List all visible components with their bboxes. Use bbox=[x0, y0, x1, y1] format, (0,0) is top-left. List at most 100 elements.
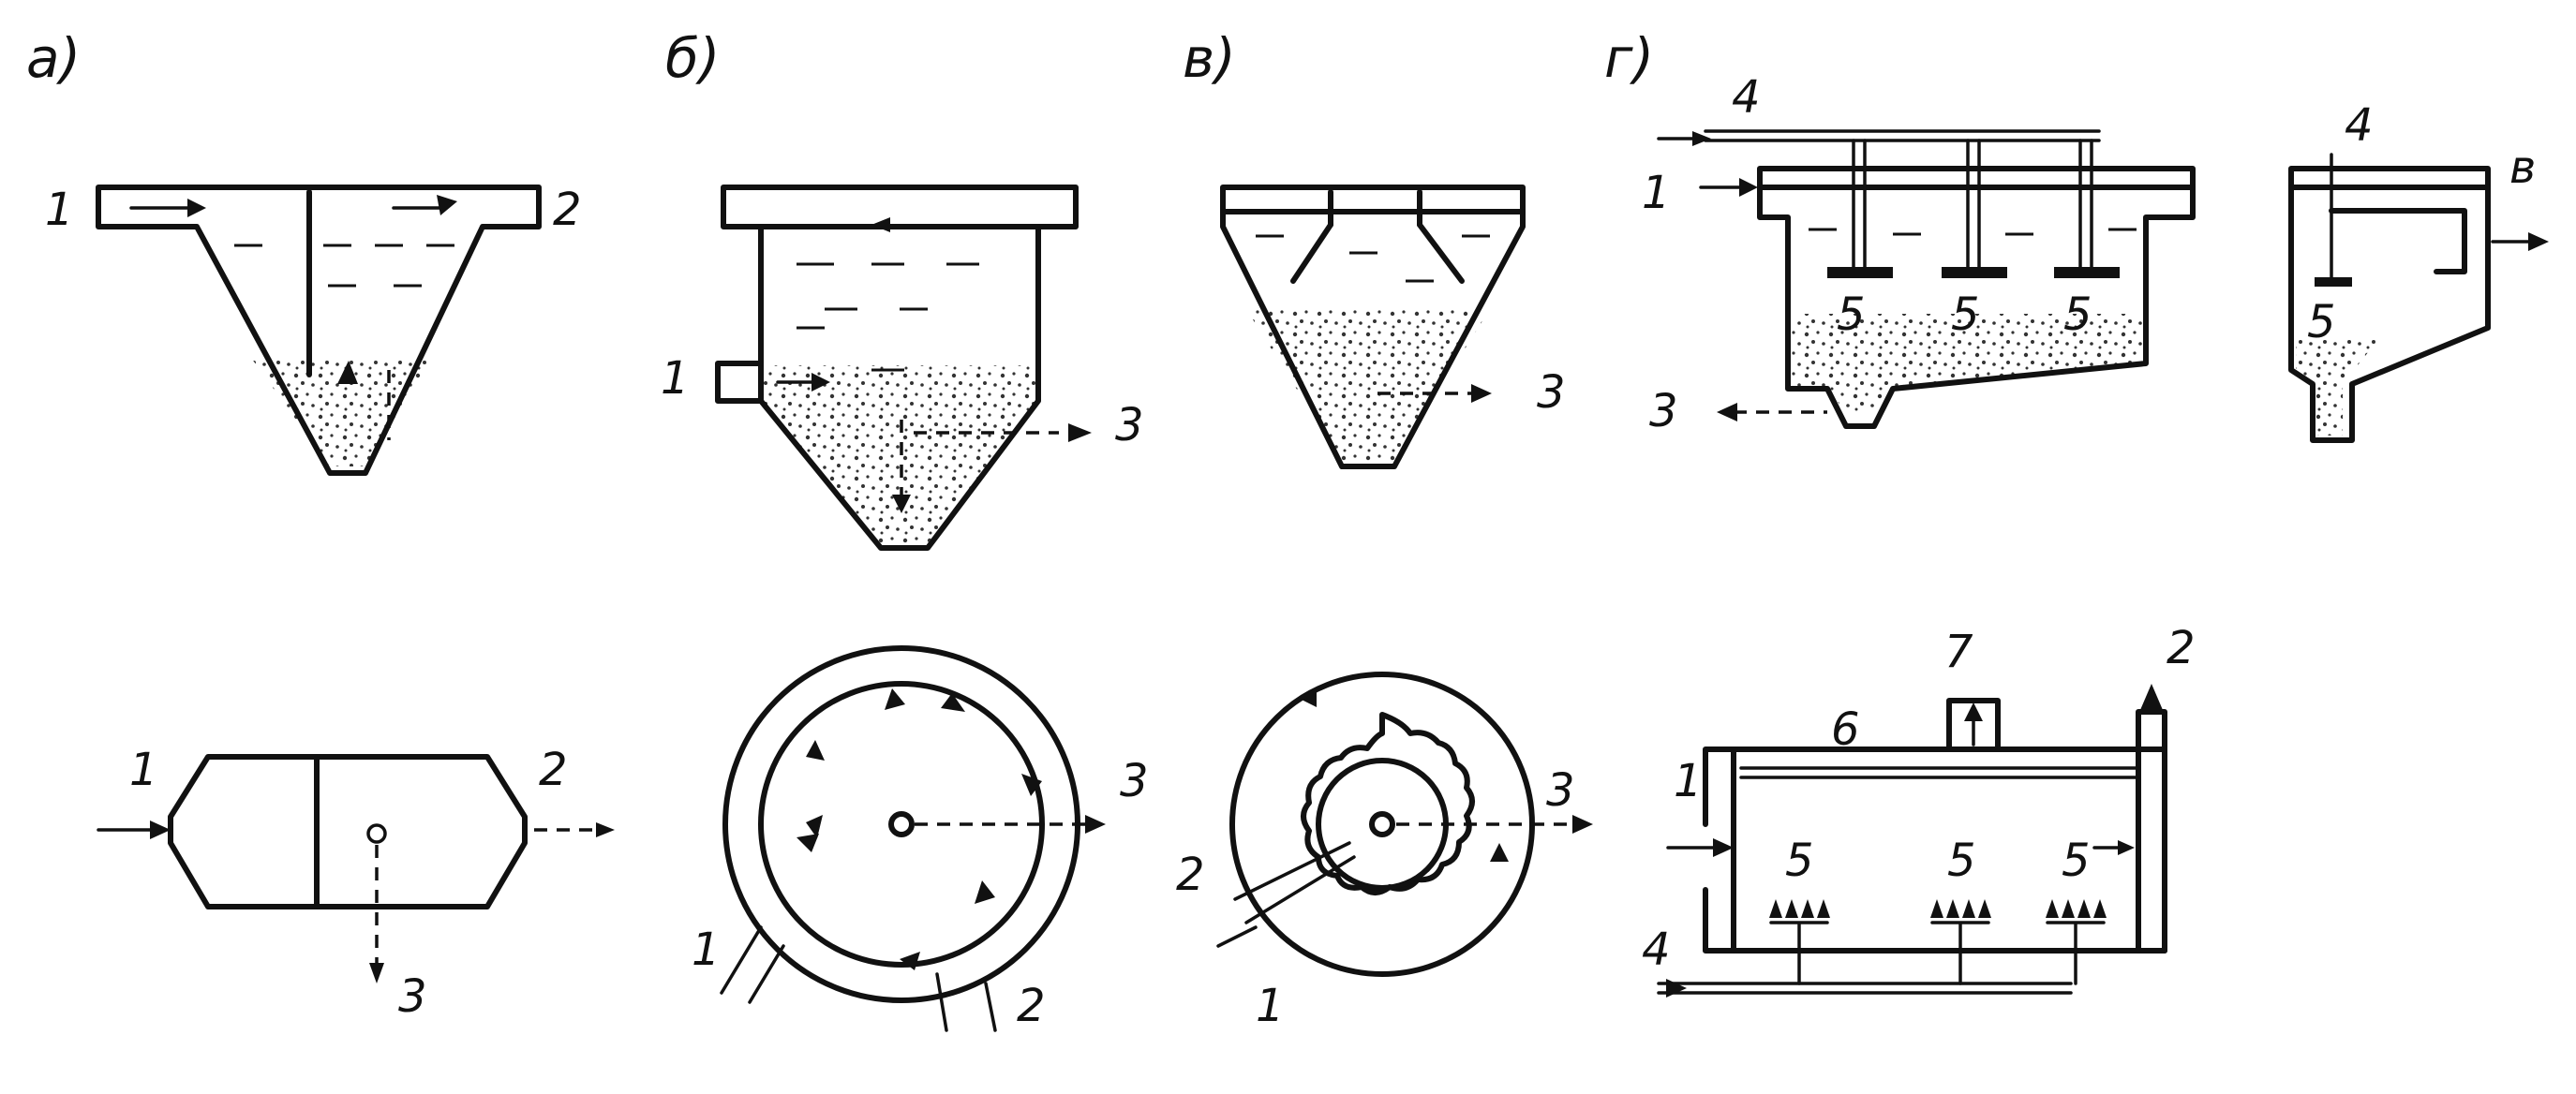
panel-g-inlet-arrow bbox=[1739, 178, 1758, 197]
panel-b-outlet-line-b bbox=[984, 982, 997, 1032]
panel-g-cross-label-v: в bbox=[2509, 141, 2536, 194]
panel-a-up-arrow bbox=[337, 361, 358, 384]
panel-a-sediment bbox=[251, 358, 431, 466]
panel-a-flow-out-arrow bbox=[437, 195, 457, 215]
panel-g-sediment bbox=[1788, 314, 2146, 412]
panel-a-section: 1 2 bbox=[45, 184, 582, 476]
panel-g-plan-label-5b: 5 bbox=[1947, 835, 1976, 887]
panel-g-risers bbox=[1852, 139, 2093, 274]
panel-g-plan-aerator-out-arrow bbox=[2118, 840, 2135, 855]
panel-v-inner-wall-a bbox=[1290, 222, 1333, 284]
panel-g-label-5a: 5 bbox=[1837, 288, 1866, 341]
panel-b-inner-ring bbox=[758, 681, 1045, 968]
panel-a-plan-outlet-arrow bbox=[596, 822, 615, 837]
panel-b-label-3: 3 bbox=[1115, 399, 1144, 451]
panel-v-plan-label-2: 2 bbox=[1176, 849, 1205, 901]
panel-g-drain-arrow bbox=[1717, 403, 1737, 421]
panel-b-water-marks bbox=[797, 262, 979, 372]
panel-g-letter: г) bbox=[1604, 26, 1654, 90]
panel-g-label-5b: 5 bbox=[1951, 288, 1980, 341]
panel-a-letter: а) bbox=[26, 26, 81, 90]
panel-b-plan-label-3: 3 bbox=[1120, 755, 1149, 807]
panel-v-plan-label-3: 3 bbox=[1546, 764, 1575, 817]
panel-a-plan-drain bbox=[366, 823, 387, 844]
panel-v-water-marks bbox=[1256, 234, 1490, 283]
panel-v-wavy-ring bbox=[1301, 712, 1475, 895]
panel-b-swirl-arrows bbox=[797, 688, 1042, 970]
panel-b-section: 1 3 bbox=[661, 185, 1144, 551]
panel-g-cross-aerator bbox=[2315, 277, 2352, 287]
panel-a-label-2: 2 bbox=[553, 184, 582, 236]
panel-g-cross-label-5: 5 bbox=[2307, 296, 2336, 348]
panel-b-plan: 1 2 3 bbox=[692, 645, 1149, 1032]
panel-a-plan-label-2: 2 bbox=[539, 744, 568, 796]
panel-b: б) 1 3 bbox=[661, 26, 1149, 1032]
panel-g-section: 4 1 5 5 5 3 bbox=[1642, 71, 2196, 437]
panel-b-letter: б) bbox=[665, 26, 720, 90]
panel-v-center-pipe bbox=[1369, 811, 1395, 837]
panel-g-plan-hatch bbox=[1946, 698, 2001, 752]
panel-v: в) 3 bbox=[1176, 26, 1593, 1032]
panel-g-plan-inlet-channel bbox=[1703, 747, 1736, 954]
panel-g-plan-outlet-pipe bbox=[2136, 709, 2167, 954]
panel-b-flow-in-arrow bbox=[812, 373, 830, 392]
panel-v-swirl-arrow-b bbox=[1490, 843, 1509, 862]
panel-v-swirl-arrow bbox=[1298, 688, 1317, 707]
panel-v-plan: 2 1 3 bbox=[1176, 672, 1593, 1032]
panel-g-plan-label-6: 6 bbox=[1831, 703, 1860, 756]
panel-b-inlet-line-a bbox=[720, 925, 763, 995]
panel-b-rim-arrow bbox=[871, 217, 890, 232]
panel-g-cross-outline bbox=[2288, 166, 2491, 443]
panel-g-plan-inlet-arrow bbox=[1713, 838, 1734, 857]
panel-v-inner-wall-b bbox=[1417, 222, 1465, 284]
panel-g-label-3: 3 bbox=[1649, 385, 1678, 437]
panel-a-plan-drain-arrow bbox=[369, 963, 384, 983]
panel-g-cross-out-arrow bbox=[2528, 232, 2549, 251]
panel-b-drain-tip bbox=[892, 495, 911, 513]
panel-g-water-marks bbox=[1809, 228, 2137, 236]
panel-g-plan-label-5a: 5 bbox=[1785, 835, 1814, 887]
panel-b-plan-drain-arrow bbox=[1085, 815, 1106, 834]
panel-g-plan-label-4: 4 bbox=[1642, 924, 1671, 976]
panel-g-label-1: 1 bbox=[1642, 167, 1671, 219]
panel-g-plan-label-1: 1 bbox=[1674, 755, 1703, 807]
panel-g: г) bbox=[1604, 26, 2549, 998]
panel-b-outlet-line-a bbox=[935, 972, 948, 1032]
panel-b-center-pipe bbox=[888, 811, 915, 837]
panel-v-section: 3 bbox=[1220, 185, 1566, 469]
panel-v-feed-line-b bbox=[1244, 855, 1356, 924]
panel-b-plan-label-2: 2 bbox=[1017, 980, 1046, 1032]
panel-v-tank-outline bbox=[1220, 185, 1526, 469]
panel-v-plan-label-1: 1 bbox=[1256, 980, 1285, 1032]
panel-g-cross-label-4: 4 bbox=[2345, 99, 2374, 152]
panel-b-plan-label-1: 1 bbox=[692, 924, 721, 976]
panel-g-label-4: 4 bbox=[1732, 71, 1761, 124]
panel-g-cross-sediment bbox=[2296, 337, 2380, 436]
panel-v-feed-line-c bbox=[1216, 925, 1258, 948]
panel-g-plan-label-5c: 5 bbox=[2062, 835, 2091, 887]
panel-g-label-5c: 5 bbox=[2063, 288, 2092, 341]
panel-g-plan-outlet-arrow bbox=[2140, 684, 2163, 710]
panel-a-plan-label-3: 3 bbox=[398, 970, 427, 1023]
panel-b-label-1: 1 bbox=[661, 352, 690, 405]
panel-g-aerators bbox=[1827, 267, 2120, 278]
panel-v-sediment bbox=[1246, 309, 1490, 461]
panel-g-plan: 7 2 6 1 5 5 5 4 bbox=[1642, 622, 2196, 998]
panel-b-inlet-pipe bbox=[715, 361, 764, 404]
panel-v-plan-drain-arrow bbox=[1572, 815, 1593, 834]
panel-g-plan-air-arrow bbox=[1666, 979, 1687, 998]
panel-g-plan-hatch-arrow bbox=[1964, 702, 1983, 721]
panel-g-plan-aerators bbox=[1769, 899, 2107, 985]
panel-g-air-in-arrow bbox=[1692, 131, 1711, 146]
panel-a: а) 1 2 bbox=[26, 26, 615, 1023]
panel-v-drain-arrow bbox=[1471, 384, 1492, 403]
panel-g-tank-outline bbox=[1757, 166, 2196, 429]
panel-g-cross-section: 4 5 в bbox=[2288, 99, 2549, 443]
panel-g-plan-label-7: 7 bbox=[1944, 626, 1973, 678]
panel-v-letter: в) bbox=[1183, 26, 1236, 90]
panel-v-feed-line-a bbox=[1233, 841, 1351, 901]
panel-a-plan: 1 2 3 bbox=[97, 744, 615, 1023]
panel-g-plan-label-2: 2 bbox=[2167, 622, 2196, 674]
